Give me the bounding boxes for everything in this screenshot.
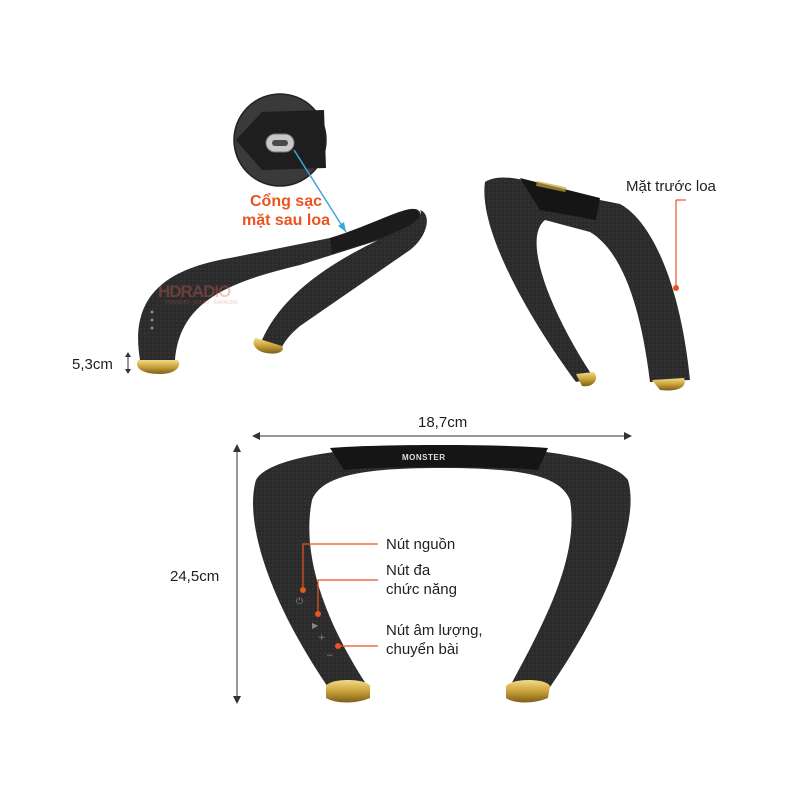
multi-button-label-line2: chức năng (386, 581, 457, 598)
volume-button-label-line2: chuyển bài (386, 641, 459, 658)
speaker-front-label: Mặt trước loa (626, 178, 716, 195)
gold-tip-icon (136, 360, 180, 374)
height-dimension-arrow (125, 352, 131, 374)
gold-tip-icon (326, 680, 370, 703)
width-dimension-arrow (252, 432, 632, 440)
multi-button-label-line1: Nút đa (386, 562, 431, 579)
length-dimension-label: 24,5cm (170, 568, 220, 585)
svg-text:+: + (318, 633, 326, 643)
charge-port-zoom (233, 93, 327, 187)
gold-tip-icon (576, 372, 597, 387)
charge-port-label-line2: mặt sau loa (241, 212, 331, 229)
gold-tip-icon (506, 680, 550, 703)
speaker-angled-view (484, 177, 690, 391)
monster-brand-text: MONSTER (402, 453, 446, 462)
gold-tip-icon (253, 338, 283, 354)
power-button-label: Nút nguồn (386, 536, 456, 553)
svg-text:⏻: ⏻ (296, 596, 303, 607)
speaker-front-view: ⏻ ▶ + − (253, 445, 631, 703)
watermark-logo: HDRADIO (158, 282, 231, 301)
gold-tip-icon (652, 378, 685, 391)
speaker-side-view (136, 208, 427, 374)
monster-logo-icon (535, 181, 567, 193)
watermark-subtext: HDRADIO - AUDIO - KARAOKE (166, 300, 238, 306)
svg-text:−: − (326, 651, 334, 661)
volume-button-label-line1: Nút âm lượng, (386, 622, 483, 639)
width-dimension-label: 18,7cm (418, 414, 468, 431)
svg-text:▶: ▶ (312, 621, 319, 630)
charge-port-pointer (293, 149, 347, 233)
length-dimension-arrow (233, 444, 241, 704)
charge-port-label-line1: Cổng sạc (249, 193, 322, 210)
height-dimension-label: 5,3cm (72, 356, 113, 373)
